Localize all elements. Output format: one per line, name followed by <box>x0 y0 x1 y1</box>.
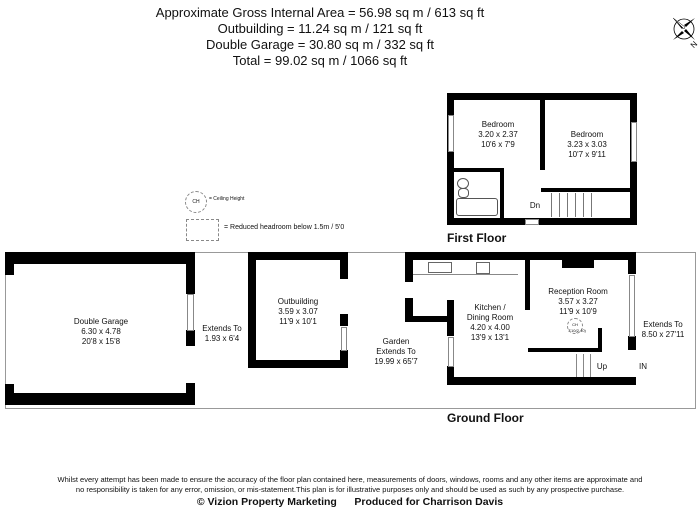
ceiling-height-symbol: CH <box>185 191 207 213</box>
svg-text:N: N <box>689 39 700 50</box>
kitchen-worktop <box>413 260 518 275</box>
entrance-label: IN <box>639 362 647 371</box>
hob-icon <box>476 262 490 274</box>
sink-icon <box>428 262 452 273</box>
area-outbuilding: Outbuilding = 11.24 sq m / 121 sq ft <box>217 21 423 36</box>
toilet-icon <box>458 188 469 198</box>
credits: © Vizion Property Marketing Produced for… <box>0 496 700 508</box>
disclaimer-line-2: no responsibility is taken for any error… <box>75 485 625 494</box>
first-floor-title: First Floor <box>447 231 507 245</box>
disclaimer-line-1: Whilst every attempt has been made to en… <box>57 475 643 484</box>
area-gross-internal: Approximate Gross Internal Area = 56.98 … <box>155 5 485 20</box>
staircase <box>544 193 594 217</box>
staircase <box>570 354 595 377</box>
compass-north-icon: N <box>672 17 700 50</box>
legend-reduced-headroom: = Reduced headroom below 1.5m / 5'0 <box>224 224 345 231</box>
bath-icon <box>456 198 498 216</box>
stairs-down-label: Dn <box>529 201 541 210</box>
stairs-up-label: Up <box>596 362 608 371</box>
ground-floor-title: Ground Floor <box>447 411 524 425</box>
reduced-headroom-symbol <box>186 219 219 241</box>
copyright: © Vizion Property Marketing <box>196 496 337 508</box>
legend-ceiling-height: = Ceiling Height <box>209 196 245 202</box>
produced-for: Produced for Charrison Davis <box>354 496 504 508</box>
area-double-garage: Double Garage = 30.80 sq m / 332 sq ft <box>205 37 434 52</box>
area-total: Total = 99.02 sq m / 1066 sq ft <box>232 53 408 68</box>
